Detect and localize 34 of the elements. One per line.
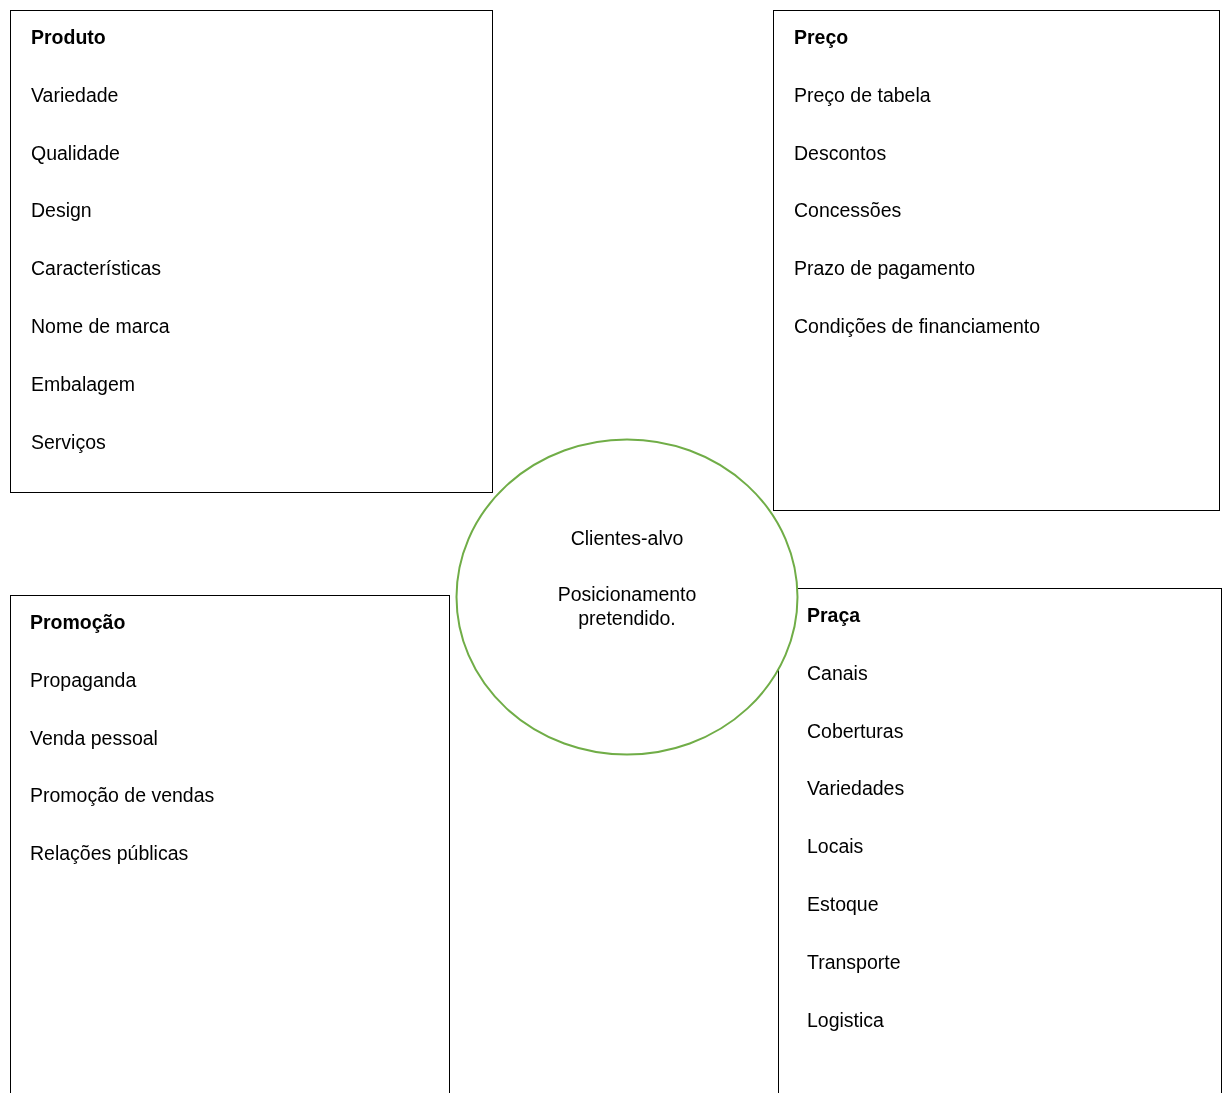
list-item: Serviços [31, 429, 106, 454]
target-customers-text: Clientes-alvo [569, 526, 685, 550]
center-ellipse [455, 438, 799, 756]
positioning-text: Posicionamento pretendido. [556, 582, 698, 630]
list-item: Estoque [807, 892, 879, 916]
mix-category-box [778, 588, 1222, 1093]
category-heading: Produto [31, 25, 106, 49]
mix-category-box [10, 10, 493, 493]
category-heading: Preço [794, 25, 849, 49]
list-item: Coberturas [807, 718, 904, 743]
list-item: Qualidade [31, 140, 120, 165]
list-item: Transporte [807, 949, 901, 974]
mix-category-box [773, 10, 1220, 511]
list-item: Nome de marca [31, 314, 170, 338]
list-item: Condições de financiamento [794, 314, 1041, 338]
list-item: Variedade [31, 82, 119, 107]
list-item: Canais [807, 660, 868, 685]
category-heading: Promoção [30, 610, 126, 634]
list-item: Preço de tabela [794, 82, 931, 107]
list-item: Concessões [794, 198, 902, 223]
list-item: Design [31, 198, 92, 223]
list-item: Logistica [807, 1007, 884, 1032]
list-item: Embalagem [31, 371, 136, 396]
list-item: Venda pessoal [30, 725, 158, 750]
list-item: Promoção de vendas [30, 783, 215, 808]
list-item: Relações públicas [30, 841, 189, 866]
category-heading: Praça [807, 603, 861, 627]
list-item: Variedades [807, 776, 905, 801]
list-item: Locais [807, 834, 864, 859]
mix-category-box [10, 595, 450, 1093]
list-item: Descontos [794, 140, 887, 165]
list-item: Propaganda [30, 667, 137, 692]
list-item: Prazo de pagamento [794, 256, 976, 281]
list-item: Características [31, 256, 162, 281]
